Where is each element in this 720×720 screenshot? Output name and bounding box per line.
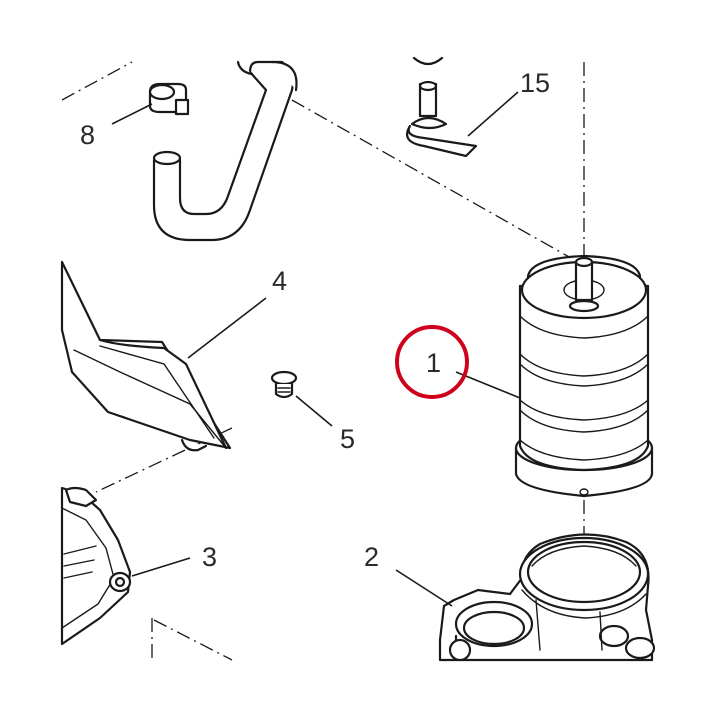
part-4-deflector[interactable] [60,260,232,452]
callout-4: 4 [272,266,287,296]
callout-labels: 8 15 4 5 3 2 1 [80,68,550,572]
selected-callout-highlight [395,325,469,399]
callout-5: 5 [340,424,355,454]
callout-3: 3 [202,542,217,572]
callout-8: 8 [80,120,95,150]
part-5-screw[interactable] [270,370,298,399]
callout-2: 2 [364,542,379,572]
part-15-probe[interactable] [406,56,478,158]
hose[interactable] [152,60,298,242]
part-1-filter-cartridge[interactable] [514,254,654,498]
part-3-cover[interactable] [60,486,132,646]
part-2-filter-head[interactable] [438,533,656,662]
leader-lines [111,91,521,607]
part-8-hose-clamp[interactable] [148,82,190,116]
callout-1: 1 [426,348,441,378]
callout-15: 15 [520,68,550,98]
